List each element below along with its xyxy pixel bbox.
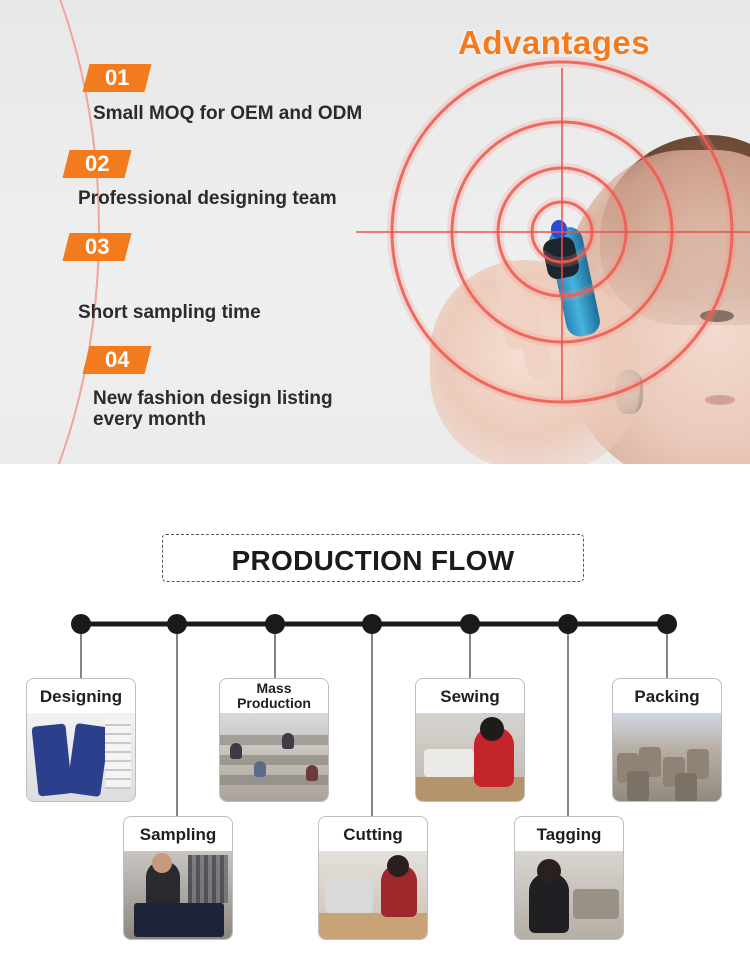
step-label: Sewing bbox=[440, 686, 500, 706]
advantage-text: Short sampling time bbox=[78, 302, 261, 323]
cutting-machine-photo bbox=[319, 851, 427, 939]
advantages-banner: Advantages 01 Small MOQ for OEM and ODM … bbox=[0, 0, 750, 464]
step-label: Cutting bbox=[343, 824, 403, 844]
timeline-dot bbox=[71, 614, 91, 634]
step-card-sampling: Sampling bbox=[123, 816, 233, 940]
advantage-number-badge: 02 bbox=[62, 150, 132, 178]
step-label: Packing bbox=[634, 686, 700, 706]
sewing-worker-photo bbox=[416, 713, 524, 801]
factory-floor-photo bbox=[220, 713, 328, 801]
advantage-text: Professional designing team bbox=[78, 188, 337, 209]
advantage-number-badge: 03 bbox=[62, 233, 132, 261]
step-card-tagging: Tagging bbox=[514, 816, 624, 940]
pattern-board-photo bbox=[27, 713, 135, 801]
step-label: Tagging bbox=[536, 824, 602, 844]
step-label: Mass Production bbox=[237, 680, 311, 711]
step-label: Designing bbox=[39, 686, 123, 706]
timeline-dot bbox=[265, 614, 285, 634]
production-flow-title-box: PRODUCTION FLOW bbox=[162, 534, 584, 582]
packed-bags-photo bbox=[613, 713, 721, 801]
step-card-cutting: Cutting bbox=[318, 816, 428, 940]
step-card-packing: Packing bbox=[612, 678, 722, 802]
target-icon bbox=[356, 57, 750, 407]
advantage-text: New fashion design listing every month bbox=[93, 388, 333, 430]
advantage-number-badge: 01 bbox=[82, 64, 152, 92]
timeline-dot bbox=[167, 614, 187, 634]
woman-lips bbox=[705, 395, 735, 405]
timeline-dot bbox=[657, 614, 677, 634]
step-card-mass-production: Mass Production bbox=[219, 678, 329, 802]
step-card-sewing: Sewing bbox=[415, 678, 525, 802]
production-flow-title: PRODUCTION FLOW bbox=[231, 545, 515, 576]
advantage-number-badge: 04 bbox=[82, 346, 152, 374]
timeline-dot bbox=[558, 614, 578, 634]
marker-pen-tip bbox=[551, 220, 567, 238]
tagging-worker-photo bbox=[515, 851, 623, 939]
sample-worker-photo bbox=[124, 851, 232, 939]
step-card-designing: Designing bbox=[26, 678, 136, 802]
decorative-arc bbox=[0, 0, 100, 464]
step-label: Sampling bbox=[139, 824, 217, 844]
advantages-title: Advantages bbox=[458, 24, 651, 61]
timeline-dot bbox=[362, 614, 382, 634]
timeline-dot bbox=[460, 614, 480, 634]
advantage-text: Small MOQ for OEM and ODM bbox=[93, 103, 363, 124]
